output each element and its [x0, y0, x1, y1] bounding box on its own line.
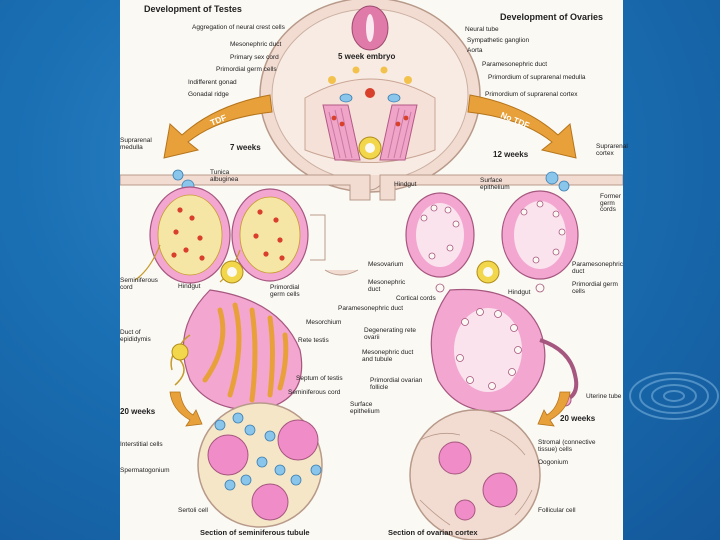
label-seminiferous-cord: Seminiferous cord: [120, 277, 158, 291]
label-mesorchium: Mesorchium: [306, 319, 342, 326]
label-neural-crest: Aggregation of neural crest cells: [192, 24, 285, 31]
label-primordial-germ-cells-mid: Primordial germ cells: [270, 284, 300, 298]
label-rete-testis: Rete testis: [298, 337, 329, 344]
label-mesovarium: Mesovarium: [368, 261, 404, 268]
label-primary-sex-cord: Primary sex cord: [230, 54, 279, 61]
left-down-arrow: [169, 391, 203, 427]
label-primordium-cortex: Primordium of suprarenal cortex: [485, 91, 578, 98]
seminiferous-tubule-section: [197, 402, 323, 528]
label-septum-of-testis: Septum of testis: [296, 375, 343, 382]
label-tunica-albuginea: Tunica albuginea: [210, 169, 239, 183]
label-sympathetic-ganglion: Sympathetic ganglion: [467, 37, 530, 44]
twenty-week-testis: [170, 289, 303, 411]
label-suprarenal-cortex: Suprarenal cortex: [596, 143, 628, 157]
age-7-weeks: 7 weeks: [230, 143, 261, 152]
label-primordial-germ-cells-top: Primordial germ cells: [216, 66, 277, 73]
embryology-illustration: [120, 0, 623, 540]
label-paramesonephric-duct-top: Paramesonephric duct: [482, 61, 548, 68]
ovarian-cortex-section: [409, 409, 541, 540]
label-primordial-ovarian-follicle: Primordial ovarian follicle: [370, 377, 423, 391]
label-follicular-cell: Follicular cell: [538, 507, 576, 514]
label-surface-epithelium-low: Surface epithelium: [350, 401, 380, 415]
label-interstitial-cells: Interstitial cells: [120, 441, 163, 448]
twenty-week-ovary: [430, 288, 579, 412]
age-5-week-embryo: 5 week embryo: [338, 52, 396, 61]
label-surface-epithelium-top: Surface epithelium: [480, 177, 510, 191]
label-aorta: Aorta: [467, 47, 483, 54]
label-degenerating-rete-ovarii: Degenerating rete ovarii: [364, 327, 417, 341]
label-indifferent-gonad: Indifferent gonad: [188, 79, 237, 86]
five-week-embryo-section: [259, 0, 481, 193]
right-down-arrow: [537, 391, 571, 427]
label-seminiferous-cord-low: Seminiferous cord: [288, 389, 341, 396]
title-section-seminiferous-tubule: Section of seminiferous tubule: [200, 528, 310, 537]
seven-week-testis-row: [120, 169, 371, 284]
label-primordium-medulla: Primordium of suprarenal medulla: [488, 74, 586, 81]
label-oogonium: Oogonium: [538, 459, 568, 466]
label-uterine-tube: Uterine tube: [586, 393, 622, 400]
label-spermatogonium: Spermatogonium: [120, 467, 170, 474]
no-tdf-arrow: [467, 94, 577, 159]
title-development-of-testes: Development of Testes: [144, 4, 242, 14]
title-section-ovarian-cortex: Section of ovarian cortex: [388, 528, 478, 537]
label-former-germ-cords: Former germ cords: [600, 193, 621, 213]
label-stromal-cells: Stromal (connective tissue) cells: [538, 439, 596, 453]
title-development-of-ovaries: Development of Ovaries: [500, 12, 604, 22]
label-mesonephric-duct-mid: Mesonephric duct: [368, 279, 406, 293]
age-20-weeks-left: 20 weeks: [120, 407, 156, 416]
label-gonadal-ridge: Gonadal ridge: [188, 91, 229, 98]
diagram-panel: Development of Testes Development of Ova…: [120, 0, 628, 540]
label-hindgut-left: Hindgut: [178, 283, 201, 290]
label-neural-tube: Neural tube: [465, 26, 499, 33]
label-paramesonephric-duct-right: Paramesonephric duct: [572, 261, 623, 275]
label-sertoli-cell: Sertoli cell: [178, 507, 208, 514]
label-mesonephric-duct-top: Mesonephric duct: [230, 41, 282, 48]
age-20-weeks-right: 20 weeks: [560, 414, 596, 423]
label-cortical-cords: Cortical cords: [396, 295, 436, 302]
label-primordial-germ-cells-right: Primordial germ cells: [572, 281, 618, 295]
label-hindgut-top: Hindgut: [394, 181, 417, 188]
label-mesonephric-duct-tubule: Mesonephric duct and tubule: [362, 349, 414, 363]
label-paramesonephric-duct-bottom: Paramesonephric duct: [338, 305, 404, 312]
label-suprarenal-medulla: Suprarenal medulla: [120, 137, 152, 151]
tdf-arrow: [163, 94, 273, 159]
age-12-weeks: 12 weeks: [493, 150, 529, 159]
ripple-icon: [629, 372, 719, 420]
label-hindgut-right: Hindgut: [508, 289, 531, 296]
label-duct-of-epididymis: Duct of epididymis: [120, 329, 151, 343]
twelve-week-ovary-row: [379, 171, 623, 293]
